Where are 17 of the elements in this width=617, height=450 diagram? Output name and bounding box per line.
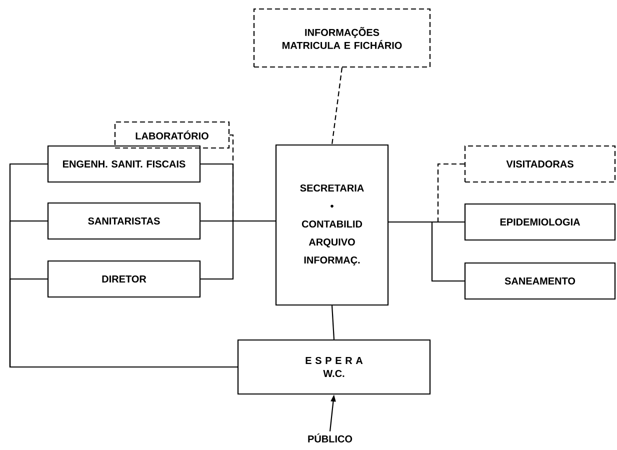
unit-box: SANEAMENTO (464, 262, 616, 300)
connector (200, 220, 276, 280)
entry-label: PÚBLICO (308, 434, 352, 442)
central-box: SECRETARIA • CONTABILID ARQUIVO INFORMAÇ. (275, 144, 389, 306)
info-box: INFORMAÇÕES MATRICULA E FICHÁRIO (253, 8, 431, 68)
unit-box: DIRETOR (47, 260, 201, 298)
waiting-box: E S P E R A W.C. (237, 339, 431, 395)
connector (437, 163, 464, 223)
connector (331, 67, 343, 145)
unit-box: VISITADORAS (464, 145, 616, 183)
connector (331, 306, 335, 340)
unit-box: SANITARISTAS (47, 202, 201, 240)
lab-box: LABORATÓRIO (114, 121, 230, 149)
unit-box: EPIDEMIOLOGIA (464, 203, 616, 241)
connector (388, 221, 464, 282)
unit-box: ENGENH. SANIT. FISCAIS (47, 145, 201, 183)
connector (9, 278, 238, 368)
